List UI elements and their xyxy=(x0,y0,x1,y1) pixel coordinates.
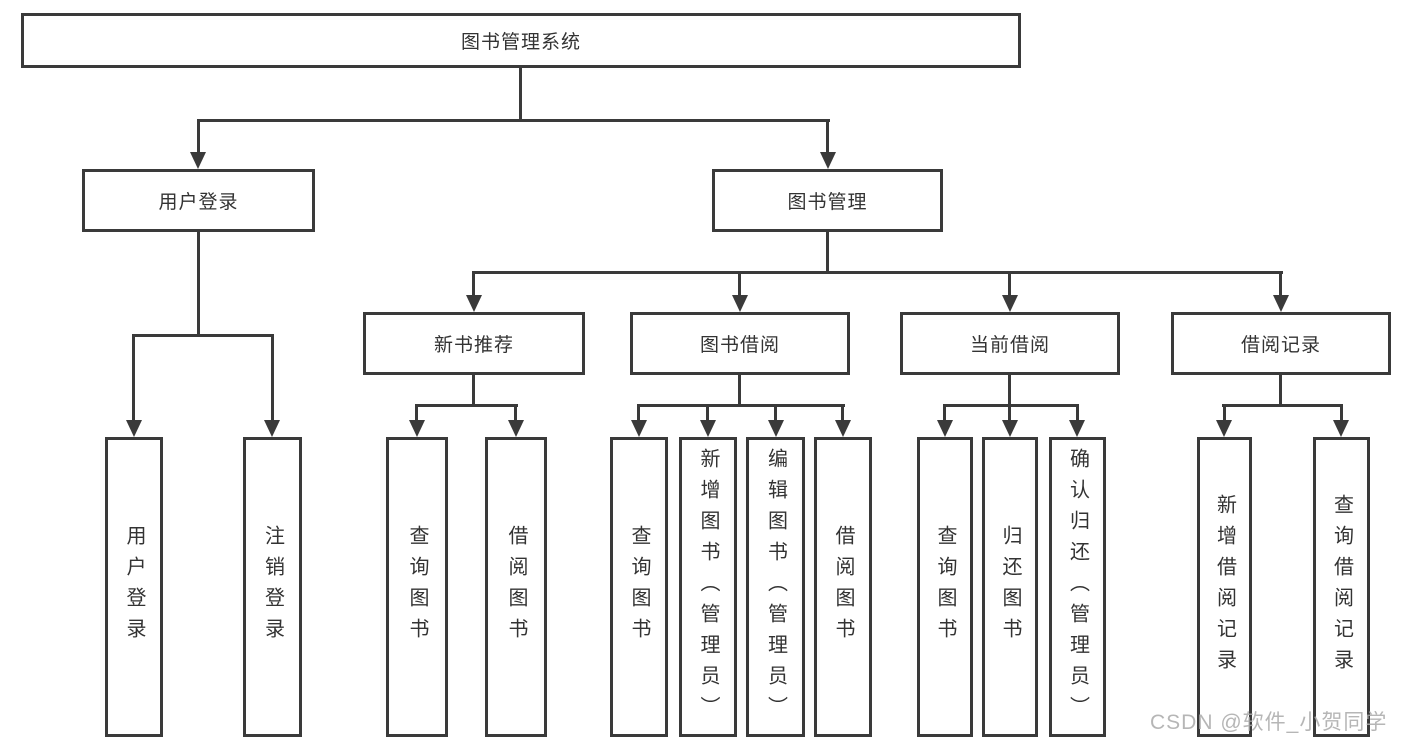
arrow-down-icon xyxy=(732,295,748,312)
arrow-down-icon xyxy=(466,295,482,312)
connector-stem xyxy=(706,404,709,421)
arrow-down-icon xyxy=(1216,420,1232,437)
arrow-down-icon xyxy=(1273,295,1289,312)
arrow-down-icon xyxy=(768,420,784,437)
arrow-down-icon xyxy=(700,420,716,437)
leaf-add-borrow-record: 新增借阅记录 xyxy=(1197,437,1252,737)
leaf-logout: 注销登录 xyxy=(243,437,302,737)
leaf-query-books-current: 查询图书 xyxy=(917,437,973,737)
arrow-down-icon xyxy=(126,420,142,437)
leaf-edit-books-admin: 编辑图书（管理员） xyxy=(746,437,805,737)
connector-stem-current-borrowing xyxy=(1008,271,1011,297)
connector-stem xyxy=(841,404,844,421)
connector-current-borrowing-stub xyxy=(1008,375,1011,406)
connector-book-management-hline xyxy=(472,271,1283,274)
arrow-down-icon xyxy=(508,420,524,437)
leaf-borrow-books-borrowing: 借阅图书 xyxy=(814,437,872,737)
connector-stem xyxy=(637,404,640,421)
leaf-return-books: 归还图书 xyxy=(982,437,1038,737)
arrow-down-icon xyxy=(1069,420,1085,437)
connector-stem xyxy=(1223,404,1226,421)
leaf-confirm-return-admin: 确认归还（管理员） xyxy=(1049,437,1106,737)
arrow-down-icon xyxy=(820,152,836,169)
connector-stem-new-book-recommend xyxy=(472,271,475,297)
arrow-down-icon xyxy=(190,152,206,169)
arrow-down-icon xyxy=(631,420,647,437)
connector-stem-book-management xyxy=(826,119,829,154)
node-new-book-recommend: 新书推荐 xyxy=(363,312,585,375)
leaf-query-books-borrowing: 查询图书 xyxy=(610,437,668,737)
leaf-borrow-books-recommend: 借阅图书 xyxy=(485,437,547,737)
arrow-down-icon xyxy=(1333,420,1349,437)
connector-stem-leaf-user-login xyxy=(132,334,135,421)
connector-book-management-stub xyxy=(826,232,829,273)
leaf-user-login: 用户登录 xyxy=(105,437,163,737)
connector-stem-borrowing-records xyxy=(1279,271,1282,297)
arrow-down-icon xyxy=(409,420,425,437)
leaf-query-borrow-record: 查询借阅记录 xyxy=(1313,437,1370,737)
connector-user-login-stub xyxy=(197,232,200,336)
connector-stem-user-login xyxy=(197,119,200,154)
connector-borrowing-records-hline xyxy=(1222,404,1343,407)
connector-user-login-hline xyxy=(132,334,274,337)
connector-stem xyxy=(1076,404,1079,421)
node-book-management: 图书管理 xyxy=(712,169,943,232)
connector-new-book-recommend-hline xyxy=(415,404,518,407)
connector-root-stub xyxy=(519,68,522,120)
connector-borrowing-records-stub xyxy=(1279,375,1282,406)
connector-new-book-recommend-stub xyxy=(472,375,475,406)
connector-stem xyxy=(1340,404,1343,421)
arrow-down-icon xyxy=(1002,420,1018,437)
arrow-down-icon xyxy=(937,420,953,437)
arrow-down-icon xyxy=(264,420,280,437)
leaf-add-books-admin: 新增图书（管理员） xyxy=(679,437,737,737)
connector-root-hline xyxy=(197,119,830,122)
watermark: CSDN @软件_小贺同学 xyxy=(1150,711,1388,734)
connector-stem xyxy=(415,404,418,421)
connector-stem xyxy=(943,404,946,421)
connector-stem xyxy=(514,404,517,421)
node-current-borrowing: 当前借阅 xyxy=(900,312,1120,375)
arrow-down-icon xyxy=(835,420,851,437)
connector-stem-leaf-logout xyxy=(271,334,274,421)
connector-stem xyxy=(1008,404,1011,421)
connector-current-borrowing-hline xyxy=(943,404,1079,407)
node-book-borrowing: 图书借阅 xyxy=(630,312,850,375)
connector-book-borrowing-hline xyxy=(637,404,845,407)
leaf-query-books-recommend: 查询图书 xyxy=(386,437,448,737)
connector-stem xyxy=(774,404,777,421)
node-borrowing-records: 借阅记录 xyxy=(1171,312,1391,375)
connector-book-borrowing-stub xyxy=(738,375,741,406)
node-user-login: 用户登录 xyxy=(82,169,315,232)
node-root: 图书管理系统 xyxy=(21,13,1021,68)
connector-stem-book-borrowing xyxy=(738,271,741,297)
arrow-down-icon xyxy=(1002,295,1018,312)
